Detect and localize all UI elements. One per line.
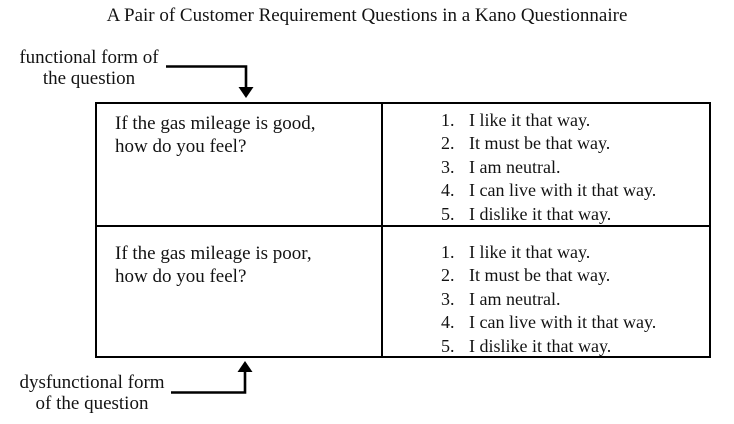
dysfunctional-elbow-connector-line (171, 370, 247, 394)
option-text: It must be that way. (469, 133, 611, 154)
question-cell: If the gas mileage is poor, how do you f… (97, 227, 383, 359)
figure-title: A Pair of Customer Requirement Questions… (106, 5, 628, 26)
list-item: 3. I am neutral. (441, 288, 705, 311)
question-text-line1: If the gas mileage is poor, (115, 243, 312, 264)
question-text-line2: how do you feel? (115, 266, 247, 287)
option-text: It must be that way. (469, 265, 611, 286)
list-item: 5. I dislike it that way. (441, 335, 705, 358)
option-number: 4. (441, 180, 455, 201)
options-cell: 1. I like it that way. 2. It must be tha… (383, 227, 709, 358)
functional-form-label-line2: the question (42, 68, 136, 89)
dysfunctional-form-label-line1: dysfunctional form (19, 372, 165, 393)
list-item: 2. It must be that way. (441, 132, 705, 155)
option-number: 5. (441, 335, 455, 356)
dysfunctional-form-label: dysfunctional form of the question (6, 372, 178, 414)
list-item: 4. I can live with it that way. (441, 311, 705, 334)
list-item: 4. I can live with it that way. (441, 179, 705, 202)
option-text: I can live with it that way. (469, 312, 657, 333)
option-text: I am neutral. (469, 288, 561, 309)
kano-table: If the gas mileage is good, how do you f… (95, 102, 711, 359)
question-text-line2: how do you feel? (115, 136, 247, 157)
dysfunctional-form-label-line2: of the question (35, 393, 149, 414)
list-item: 3. I am neutral. (441, 156, 705, 179)
option-number: 5. (441, 203, 455, 224)
question-cell: If the gas mileage is good, how do you f… (97, 104, 383, 225)
list-item: 5. I dislike it that way. (441, 203, 705, 226)
question-text-line1: If the gas mileage is good, (115, 113, 316, 134)
list-item: 2. It must be that way. (441, 264, 705, 287)
table-row-dysfunctional: If the gas mileage is poor, how do you f… (97, 227, 709, 359)
option-text: I am neutral. (469, 156, 561, 177)
table-row-functional: If the gas mileage is good, how do you f… (97, 104, 709, 227)
up-arrow-icon (237, 361, 253, 372)
list-item: 1. I like it that way. (441, 241, 705, 264)
option-number: 1. (441, 242, 455, 262)
functional-form-label-line1: functional form of (19, 47, 159, 68)
option-number: 4. (441, 312, 455, 333)
option-text: I dislike it that way. (469, 203, 612, 224)
option-number: 3. (441, 156, 455, 177)
option-text: I like it that way. (469, 242, 591, 262)
option-number: 1. (441, 110, 455, 130)
option-number: 2. (441, 265, 455, 286)
option-text: I dislike it that way. (469, 335, 612, 356)
list-item: 1. I like it that way. (441, 109, 705, 132)
option-number: 3. (441, 288, 455, 309)
functional-elbow-connector-line (166, 65, 248, 89)
option-number: 2. (441, 133, 455, 154)
down-arrow-icon (238, 87, 254, 98)
option-text: I like it that way. (469, 110, 591, 130)
functional-form-label: functional form of the question (8, 47, 170, 89)
option-text: I can live with it that way. (469, 180, 657, 201)
options-cell: 1. I like it that way. 2. It must be tha… (383, 104, 709, 225)
